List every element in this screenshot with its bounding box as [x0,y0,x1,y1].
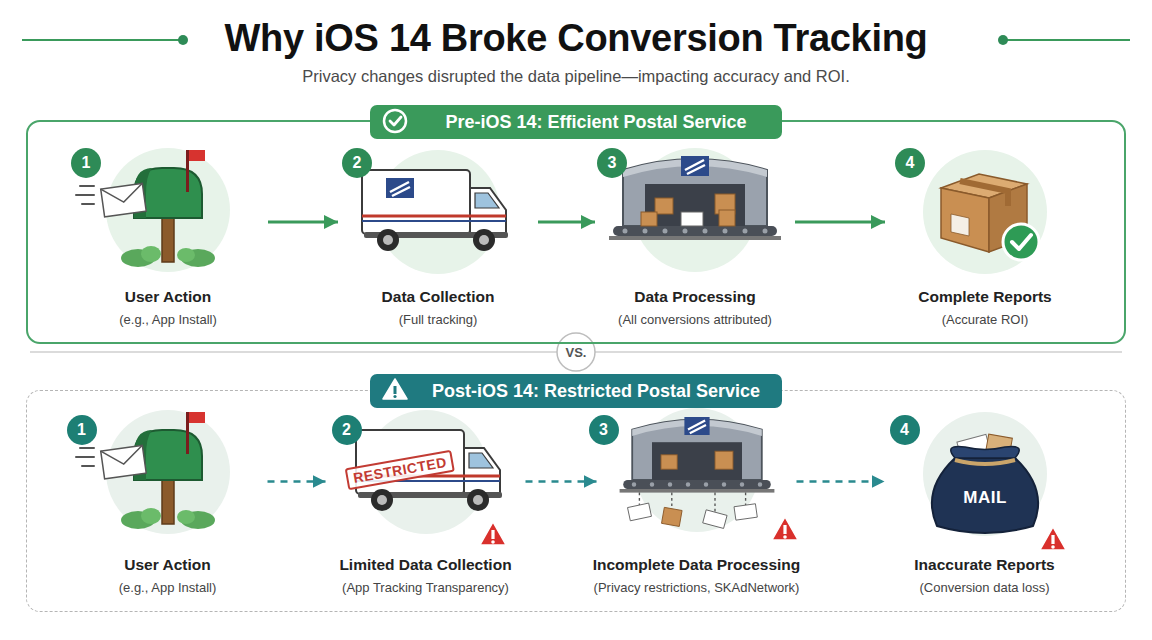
step-title: Inaccurate Reports [914,555,1054,575]
step-node: 1User Action (e.g., App Install) [68,413,268,598]
panel-box: Post-iOS 14: Restricted Postal Service1U… [26,390,1126,612]
mailbox-illustration [76,412,215,529]
warning-icon [383,379,407,399]
warning-icon [772,517,798,540]
check-circle [384,110,406,132]
warning-triangle [383,379,407,399]
vs-label: VS. [566,345,587,360]
step-number: 1 [67,415,97,445]
parcel-front [941,188,989,252]
envelope [681,212,703,226]
title-dot [998,35,1008,45]
icon-backdrop [923,150,1047,274]
warehouse-illustration [609,156,781,240]
parcel-illustration [941,174,1039,260]
step-number: 2 [332,415,362,445]
step-title: Incomplete Data Processing [593,555,801,575]
panel-box: Pre-iOS 14: Efficient Postal Service1Use… [26,120,1126,344]
step-node: 3Data Processing (All conversions attribu… [595,146,795,330]
flow-arrow [268,480,326,483]
flow-arrow [268,221,338,224]
panel-heading: Post-iOS 14: Restricted Postal Service [370,374,782,408]
step-number: 1 [71,148,101,178]
flow-arrow [795,221,885,224]
lost-envelope [628,503,652,521]
diagram-title: Why iOS 14 Broke Conversion Tracking [225,17,928,60]
bag-tie [955,460,1015,464]
step-node: 1User Action (e.g., App Install) [68,146,268,330]
warehouse-illustration [620,417,775,528]
step-subtitle: (e.g., App Install) [119,580,217,596]
step-title: Data Processing [634,287,755,307]
check-badge [1003,224,1039,260]
check-icon [384,110,406,132]
step-title: Data Collection [382,287,495,307]
parcel [641,212,657,226]
warning-icon [1040,527,1066,550]
lost-parcel [662,507,683,526]
step-title: User Action [125,287,211,307]
step-title: User Action [124,555,210,575]
subtitle: Privacy changes disrupted the data pipel… [302,67,850,86]
warehouse-illustration [620,417,775,493]
warning-mark [394,386,397,394]
mail-bag-illustration [932,434,1038,533]
flow-arrow [538,221,595,224]
step-title: Limited Data Collection [339,555,511,575]
step-number: 2 [342,148,372,178]
step-subtitle: (App Tracking Transparency) [342,580,509,596]
title-rule [1003,39,1130,41]
parcel [719,210,735,226]
parcel-label [951,214,969,236]
step-subtitle: (Accurate ROI) [942,312,1029,328]
step-subtitle: (Privacy restrictions, SKAdNetwork) [594,580,800,596]
panel-heading: Pre-iOS 14: Efficient Postal Service [370,105,782,139]
step-subtitle: (Full tracking) [399,312,478,328]
step-subtitle: (All conversions attributed) [618,312,772,328]
bag-opening [951,446,1019,458]
step-number: 4 [895,148,925,178]
step-number: 3 [597,148,627,178]
warning-mark [393,395,396,398]
check-mark [1012,235,1031,249]
icon-backdrop [923,412,1047,536]
warning-icon [480,522,506,545]
lost-envelope [734,504,757,520]
title-rule [22,39,183,41]
step-node: 4Complete Reports (Accurate ROI) [885,146,1085,330]
postal-logo [386,178,414,198]
step-number: 3 [589,415,619,445]
flow-arrow [526,480,597,483]
step-subtitle: (e.g., App Install) [119,312,217,328]
title-dot [178,35,188,45]
parcel-tape [960,181,1008,206]
van-illustration [362,170,508,251]
bag-label: MAIL [963,488,1007,508]
step-node: 2Data Collection (Full tracking) [338,146,538,330]
mail-bag [932,458,1038,533]
step-title: Complete Reports [918,287,1052,307]
step-node: 4Inaccurate Reports (Conversion data loss… [885,413,1085,598]
flow-arrow [797,480,885,483]
check-mark [390,117,401,125]
step-number: 4 [890,415,920,445]
lost-envelope [703,510,727,529]
step-node: 2Limited Data Collection (App Tracking Tr… [326,413,526,598]
drop-lines [639,493,745,513]
warehouse-illustration [609,156,781,240]
restricted-stamp: RESTRICTED [345,450,456,490]
vs-circle [557,333,595,371]
step-subtitle: (Conversion data loss) [919,580,1049,596]
step-node: 3Incomplete Data Processing(Privacy rest… [597,413,797,598]
